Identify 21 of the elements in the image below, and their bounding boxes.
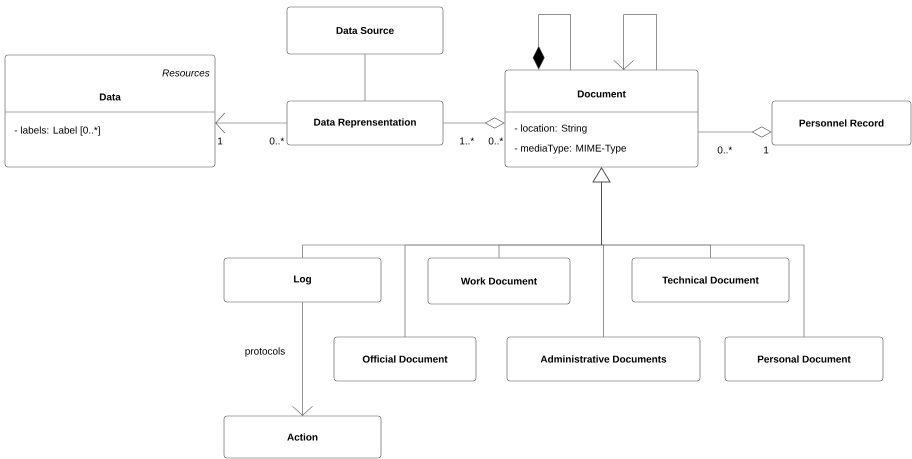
multiplicity-label: 0..* — [718, 146, 732, 154]
class-box: Resources Data - labels: Label [0..*] — [4, 54, 216, 168]
class-box: Official Document — [334, 336, 476, 382]
class-box: Log — [224, 258, 382, 302]
association-arrow — [215, 112, 287, 134]
class-box: Action — [224, 416, 382, 458]
association-arrow — [613, 14, 657, 70]
class-box: Document - location: String - mediaType: MIME-Type — [504, 70, 698, 168]
multiplicity-label: 1 — [764, 146, 768, 154]
composition-connector — [532, 14, 571, 70]
association-arrow — [292, 302, 313, 416]
class-box: Administrative Documents — [506, 336, 700, 382]
class-box: Personal Document — [724, 336, 884, 382]
class-box: Data Reprensentation — [286, 100, 444, 146]
association-line — [364, 54, 366, 101]
edge-label: protocols — [244, 346, 286, 358]
class-box: Work Document — [428, 258, 570, 304]
class-box: Technical Document — [632, 258, 790, 302]
multiplicity-label: 1..* — [460, 138, 474, 144]
class-box: Data Source — [286, 6, 444, 54]
class-box: Personnel Record — [772, 100, 912, 146]
